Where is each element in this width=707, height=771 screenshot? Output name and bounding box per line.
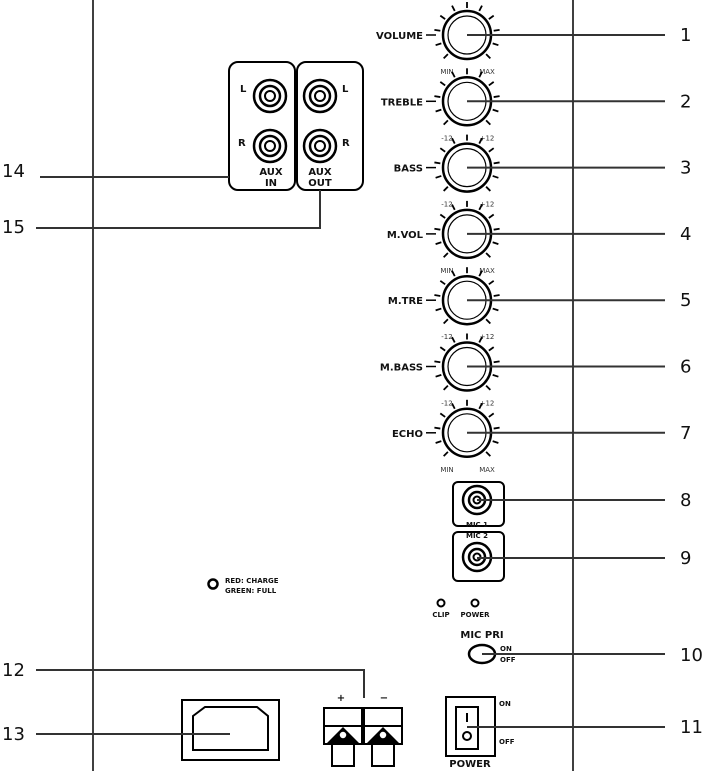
power-led: [470, 598, 480, 608]
aux-out-r-jack[interactable]: [302, 128, 338, 164]
knob-m-bass[interactable]: [434, 333, 500, 392]
knob-min-label: -12: [441, 333, 452, 341]
power-led-label: POWER: [461, 611, 491, 619]
speaker-terminal-positive[interactable]: [323, 707, 363, 767]
knob-min-label: MIN: [440, 267, 453, 275]
knob-label: ECHO: [392, 429, 423, 440]
callout-5: 5: [680, 290, 691, 311]
power-switch-off-label: OFF: [499, 738, 515, 746]
callout-2: 2: [680, 91, 691, 112]
power-switch-label: POWER: [449, 759, 491, 770]
aux-in-box: [228, 61, 296, 191]
mic1-label: MIC 1: [466, 521, 488, 529]
aux-in-r-label: R: [238, 138, 246, 149]
knob-max-label: +12: [480, 201, 495, 209]
terminal-minus-label: −: [380, 693, 388, 704]
callout-10: 10: [680, 645, 703, 666]
mic2-label: MIC 2: [466, 532, 488, 540]
charge-led: [207, 578, 219, 590]
callout-3: 3: [680, 158, 691, 179]
clip-led: [436, 598, 446, 608]
knob-label: M.BASS: [380, 363, 423, 374]
knob-bass[interactable]: [434, 134, 500, 193]
callout-6: 6: [680, 357, 691, 378]
knob-min-label: -12: [441, 400, 452, 408]
mic-pri-label: MIC PRI: [460, 630, 503, 641]
knob-label: TREBLE: [381, 97, 423, 108]
callout-7: 7: [680, 423, 691, 444]
aux-panel: L R L R AUX IN AUX OUT: [228, 61, 364, 191]
callout-14: 14: [2, 161, 25, 182]
aux-in-label-line2: IN: [265, 178, 277, 189]
mic1-jack[interactable]: [452, 481, 505, 527]
knob-max-label: +12: [480, 134, 495, 142]
charge-led-red-label: RED: CHARGE: [225, 577, 279, 585]
knob-label: VOLUME: [376, 31, 423, 42]
aux-in-l-jack[interactable]: [252, 78, 288, 114]
knob-max-label: +12: [480, 333, 495, 341]
aux-out-label-line2: OUT: [308, 178, 332, 189]
knob-echo[interactable]: [434, 399, 500, 459]
callout-15: 15: [2, 217, 25, 238]
knob-label: M.TRE: [388, 296, 423, 307]
knob-treble[interactable]: [434, 68, 500, 127]
aux-in-r-jack[interactable]: [252, 128, 288, 164]
callout-line-12: [36, 669, 365, 698]
knob-label: BASS: [394, 164, 423, 175]
mic-pri-off-label: OFF: [500, 656, 516, 664]
aux-in-label-line1: AUX: [259, 167, 283, 178]
clip-label: CLIP: [432, 611, 449, 619]
knob-max-label: MAX: [479, 68, 495, 76]
aux-out-l-label: L: [342, 84, 349, 95]
mic2-jack[interactable]: [452, 531, 505, 582]
aux-in-l-label: L: [240, 84, 247, 95]
callout-11: 11: [680, 717, 703, 738]
knob-max-label: +12: [480, 400, 495, 408]
knob-max-label: MAX: [479, 466, 495, 474]
callout-8: 8: [680, 490, 691, 511]
aux-out-box: [296, 61, 364, 191]
knob-volume[interactable]: [434, 2, 500, 61]
knob-min-label: -12: [441, 201, 452, 209]
mic-pri-on-label: ON: [500, 645, 512, 653]
knob-label: M.VOL: [387, 230, 424, 241]
knob-m-tre[interactable]: [434, 267, 500, 326]
power-switch-on-label: ON: [499, 700, 511, 708]
ac-inlet[interactable]: [181, 699, 280, 761]
charge-led-green-label: GREEN: FULL: [225, 587, 277, 595]
speaker-terminal-negative[interactable]: [363, 707, 403, 767]
aux-out-r-label: R: [342, 138, 350, 149]
terminal-plus-label: +: [337, 693, 345, 704]
callout-13: 13: [2, 724, 25, 745]
aux-out-l-jack[interactable]: [302, 78, 338, 114]
knob-max-label: MAX: [479, 267, 495, 275]
knob-m-vol[interactable]: [434, 200, 500, 260]
callout-12: 12: [2, 660, 25, 681]
knob-min-label: MIN: [440, 466, 453, 474]
callout-9: 9: [680, 548, 691, 569]
knob-min-label: -12: [441, 134, 452, 142]
aux-out-label-line1: AUX: [308, 167, 332, 178]
callout-1: 1: [680, 25, 691, 46]
knob-min-label: MIN: [440, 68, 453, 76]
callout-line-15: [36, 190, 321, 229]
callout-4: 4: [680, 224, 691, 245]
